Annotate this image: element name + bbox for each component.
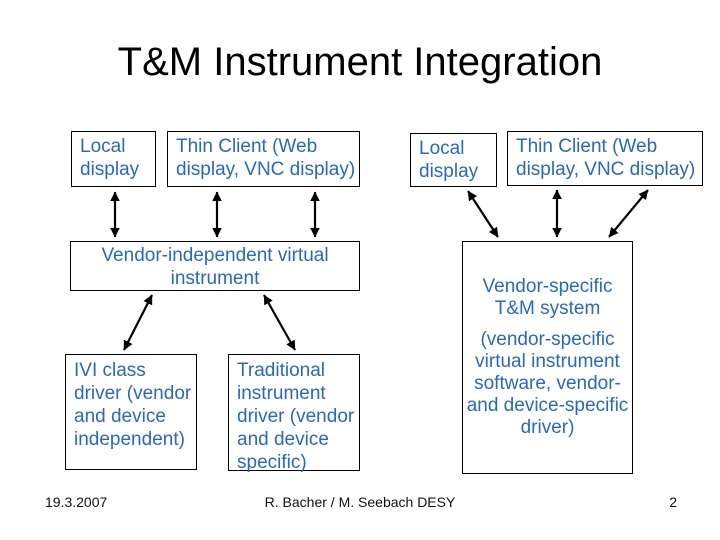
box-thin-client-right: Thin Client (Web display, VNC display) (507, 131, 703, 186)
arrow-vii-to-ivi (123, 294, 153, 351)
box-traditional-instrument-driver: Traditional instrument driver (vendor an… (228, 354, 360, 473)
footer-authors: R. Bacher / M. Seebach DESY (264, 494, 456, 510)
box-text-line: Traditional (237, 360, 326, 381)
box-text-line: driver (vendor (237, 406, 355, 427)
box-text-line: Local (80, 136, 126, 157)
box-text-line: display, VNC display) (516, 159, 696, 180)
box-text-line: driver (vendor (74, 383, 192, 404)
arrow-vii-to-traditional (263, 294, 296, 351)
vendor-system-detail: (vendor-specific virtual instrument soft… (465, 329, 630, 439)
box-local-display-left: Local display (71, 131, 156, 187)
vendor-system-title: Vendor-specific T&M system (465, 276, 630, 320)
box-text-line: display (80, 159, 140, 180)
box-vendor-independent-virtual-instrument: Vendor-independent virtual instrument (70, 241, 360, 291)
box-text-line: display, VNC display) (176, 159, 356, 180)
box-text-line: instrument (170, 268, 260, 289)
box-text-line: Thin Client (Web (516, 136, 658, 157)
box-text-line: driver) (520, 417, 575, 438)
box-text-line: and device-specific (466, 395, 629, 416)
box-text-line: T&M system (494, 298, 601, 319)
box-text-line: virtual instrument (475, 351, 620, 372)
box-text-line: display (419, 161, 479, 182)
box-text-line: IVI class (74, 360, 146, 381)
arrow-thin-right-to-vendor-2 (608, 189, 649, 238)
box-text-line: instrument (237, 383, 326, 404)
box-text-line: software, vendor- (474, 373, 621, 394)
box-text-line: Local (419, 138, 465, 159)
slide-title: T&M Instrument Integration (117, 40, 603, 84)
box-text-line: specific) (237, 452, 307, 473)
box-text-line: (vendor-specific (480, 329, 615, 350)
arrow-local-right-to-vendor (467, 190, 499, 238)
box-text-line: and device (237, 429, 329, 450)
box-text-line: independent) (74, 429, 185, 450)
box-local-display-right: Local display (410, 133, 497, 187)
box-ivi-class-driver: IVI class driver (vendor and device inde… (65, 354, 197, 470)
box-thin-client-left: Thin Client (Web display, VNC display) (167, 131, 360, 187)
box-vendor-specific-tm-system: Vendor-specific T&M system (vendor-speci… (462, 241, 633, 474)
box-text-line: Vendor-independent virtual (101, 245, 329, 266)
footer-page-number: 2 (669, 494, 677, 510)
footer-date: 19.3.2007 (45, 494, 108, 510)
box-text-line: Vendor-specific (482, 276, 613, 297)
box-text-line: Thin Client (Web (176, 136, 318, 157)
box-text-line: and device (74, 406, 166, 427)
